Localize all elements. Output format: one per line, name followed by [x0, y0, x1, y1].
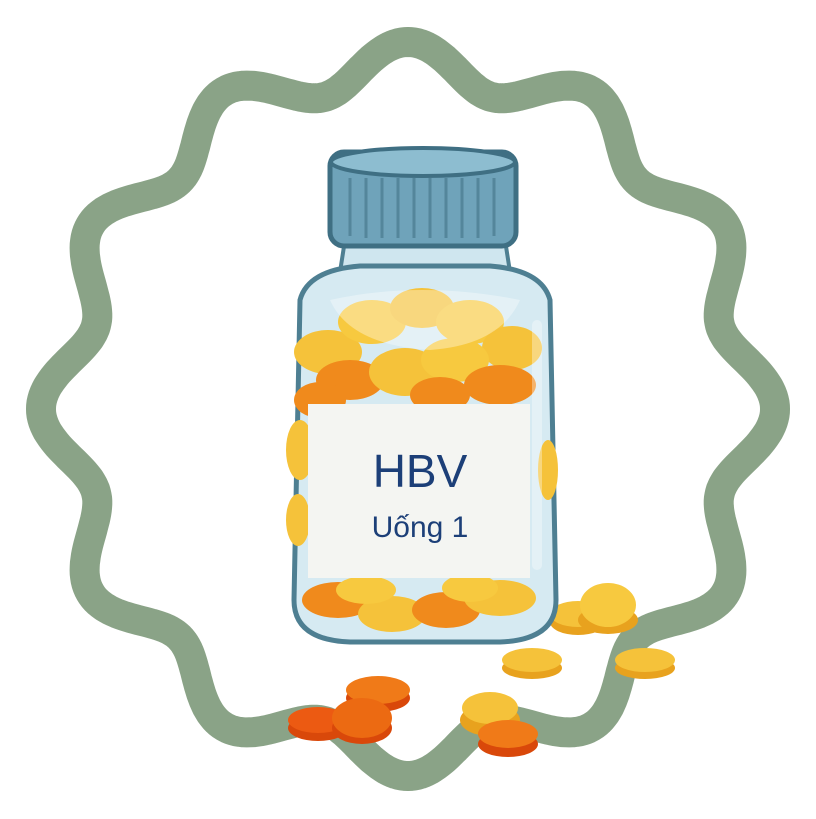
pill-bottle-icon: [286, 146, 559, 645]
label-title: HBV: [373, 445, 468, 497]
bottle-label: [308, 404, 530, 578]
wavy-circle-frame-icon: [26, 27, 790, 791]
bottle-cap: [327, 146, 519, 249]
loose-pills-right: [502, 583, 675, 679]
label-subtitle: Uống 1: [372, 511, 469, 544]
loose-pills-left: [288, 676, 538, 757]
pills-inside-bottom: [302, 574, 536, 632]
pills-inside-top: [286, 288, 558, 546]
